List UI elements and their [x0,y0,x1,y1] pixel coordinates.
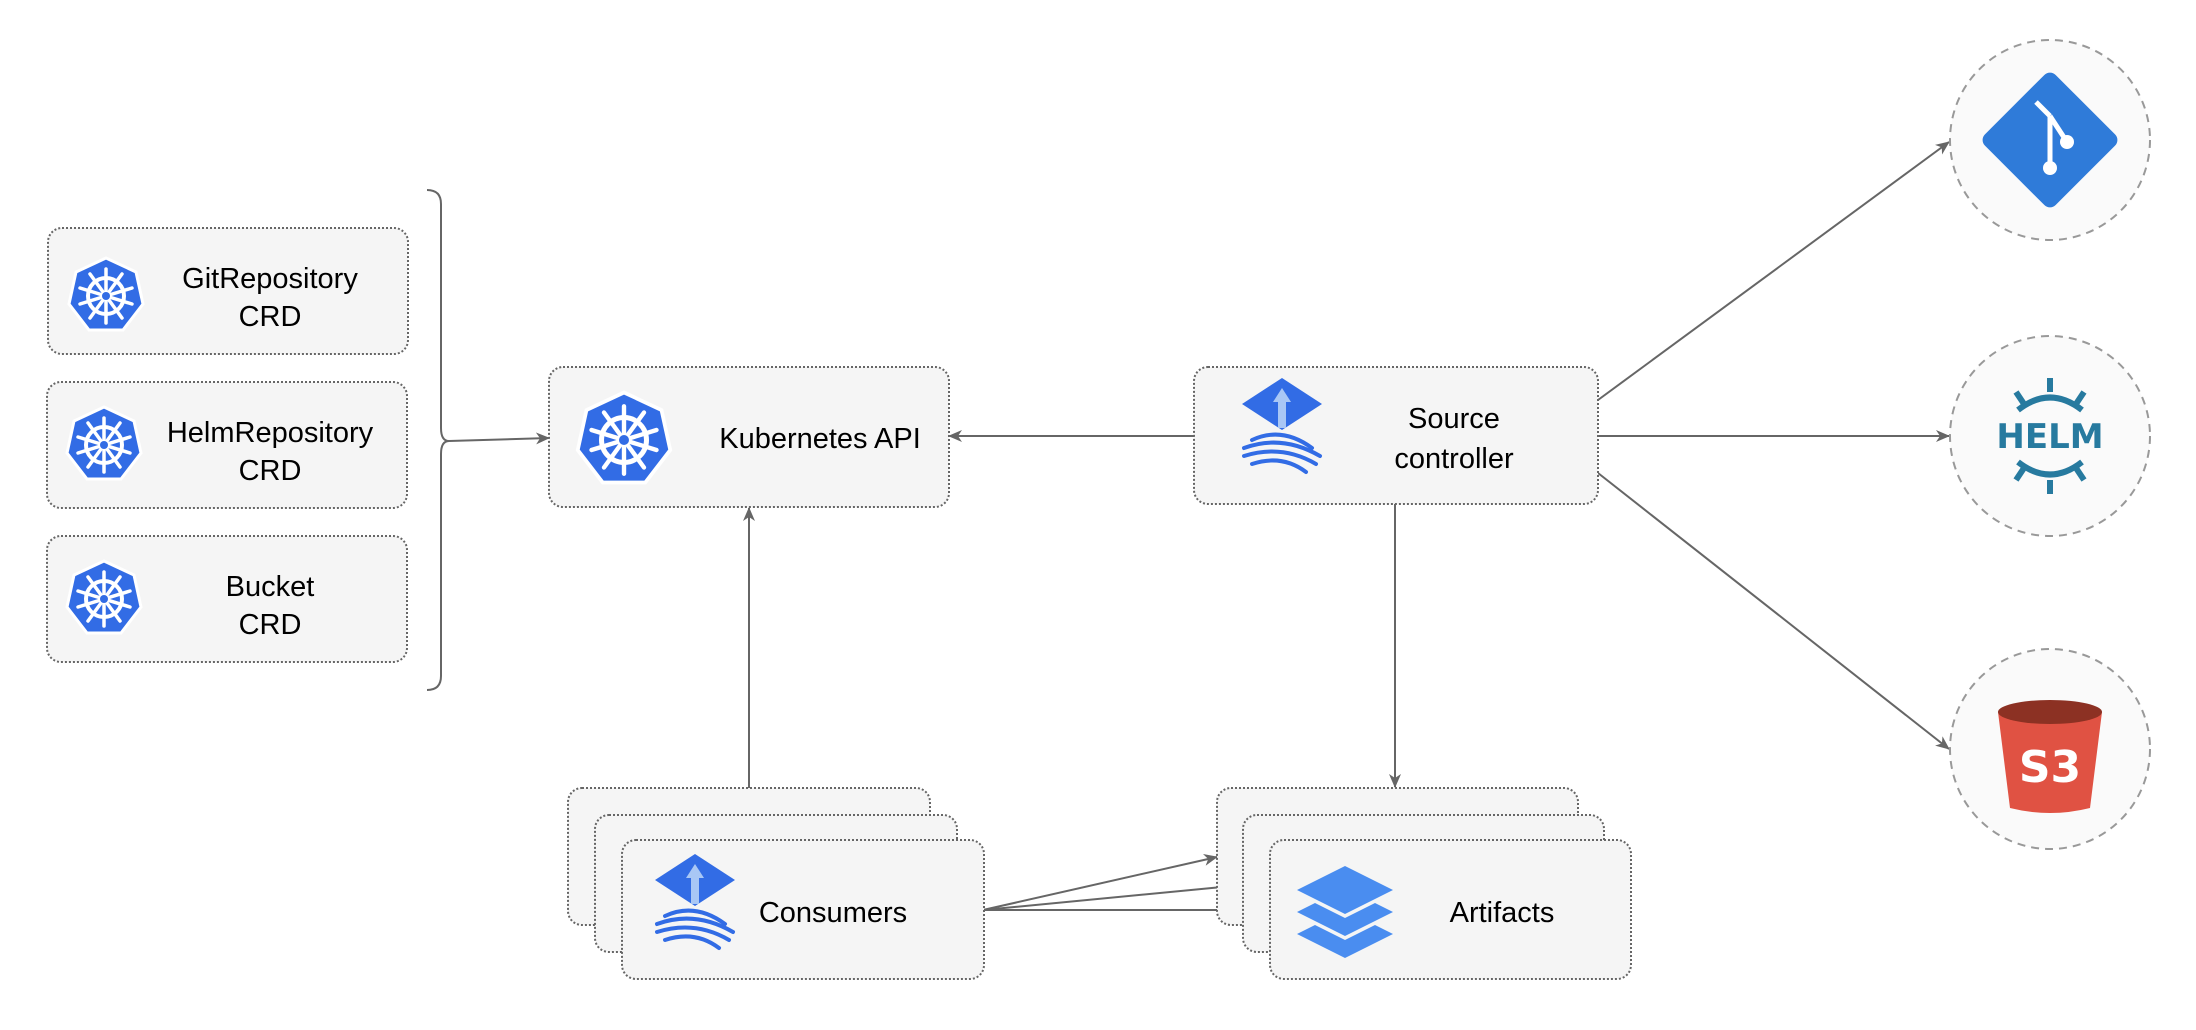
node-label: Artifacts [1450,897,1555,929]
kubernetes-icon [65,559,143,635]
node-s3[interactable]: S3 [1949,648,2151,850]
edge-crds-to-api [448,432,550,445]
node-helmrepository-crd[interactable]: HelmRepository CRD [46,381,408,509]
crd-group-brace [426,189,450,691]
s3-logo-text: S3 [2019,742,2081,793]
node-bucket-crd[interactable]: Bucket CRD [46,535,408,663]
node-label-line1: Source [1408,403,1500,435]
edge-controller-to-s3 [1597,472,1950,750]
node-label-line1: HelmRepository [167,417,374,449]
node-artifacts[interactable]: Artifacts [1216,787,1632,980]
node-label-line2: CRD [239,301,302,333]
kubernetes-icon [67,256,145,332]
node-git[interactable] [1949,39,2151,241]
kubernetes-icon [578,393,671,483]
kubernetes-icon [65,405,143,481]
node-source-controller[interactable]: Source controller [1193,366,1599,505]
node-gitrepository-crd[interactable]: GitRepository CRD [47,227,409,355]
node-label-line2: CRD [239,455,302,487]
edge-consumers-to-artifact-2 [982,880,1244,911]
helm-icon: HELM [1996,378,2104,494]
node-consumers[interactable]: Consumers [567,787,985,980]
node-helm[interactable]: HELM [1949,335,2151,537]
node-label: Kubernetes API [719,423,921,455]
node-label-line2: CRD [239,609,302,641]
git-icon [1982,72,2118,208]
node-kubernetes-api[interactable]: Kubernetes API [548,366,950,508]
node-label-line1: Bucket [226,571,315,603]
node-label-line1: GitRepository [182,263,358,295]
s3-bucket-icon: S3 [1998,700,2102,813]
edge-controller-to-git [1597,141,1950,401]
helm-logo-text: HELM [1996,417,2103,457]
node-label: Consumers [759,897,907,929]
node-label-line2: controller [1394,443,1514,475]
edge-consumers-to-artifact-1 [982,854,1218,911]
